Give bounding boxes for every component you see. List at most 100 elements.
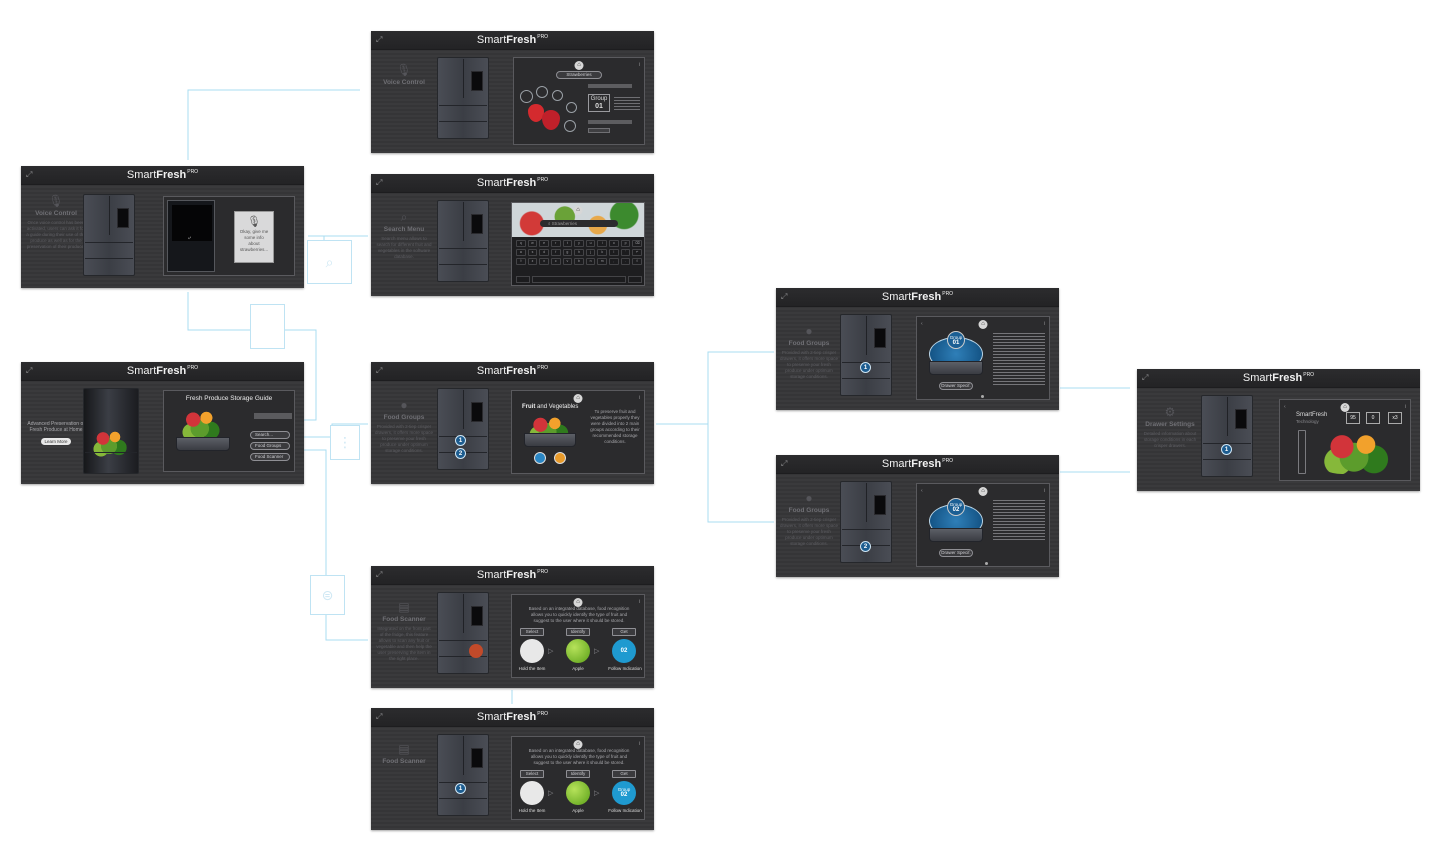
side-title: Food Groups: [383, 414, 425, 421]
group-description-text: [993, 500, 1045, 540]
result-hold: Hold the Item: [518, 666, 546, 671]
screen-drawer-settings[interactable]: ⤢ SmartFreshPRO ⚙ Drawer Settings Detail…: [1137, 369, 1420, 491]
drawer-specs-button[interactable]: Drawer Specif.: [939, 549, 973, 557]
page-indicator[interactable]: [981, 395, 984, 398]
screen-food-scanner-result[interactable]: ⤢ SmartFreshPRO ▤ Food Scanner 1 ⌂ i Bas…: [371, 708, 654, 830]
side-title: Drawer Settings: [1145, 421, 1195, 428]
drawer-badge-2[interactable]: 2: [455, 448, 466, 459]
fridge-image: [437, 200, 489, 282]
app-logo: SmartFreshPRO: [476, 34, 549, 46]
arrow-right-icon: ▷: [594, 648, 600, 655]
screen-voice-control[interactable]: ⤢ SmartFreshPRO 🎙 Voice Control Once voi…: [21, 166, 304, 288]
menu-search[interactable]: Search...: [250, 431, 290, 439]
screen-search-menu[interactable]: ⤢ SmartFreshPRO ⌕ Search Menu Search men…: [371, 174, 654, 296]
home-icon[interactable]: ⌂: [573, 598, 583, 607]
screen-group-01[interactable]: ⤢ SmartFreshPRO ● Food Groups Provided w…: [776, 288, 1059, 410]
fridge-image: [437, 734, 489, 816]
connector-voice-detail: [187, 89, 360, 160]
drawer-specs-button[interactable]: Drawer Specif.: [939, 382, 973, 390]
expand-icon[interactable]: ⤢: [26, 170, 33, 179]
expand-icon[interactable]: ⤢: [376, 570, 383, 579]
screen-voice-detail[interactable]: ⤢ SmartFreshPRO 🎙 Voice Control ⌂ i Stra…: [371, 31, 654, 153]
expand-icon[interactable]: ⤢: [781, 459, 788, 468]
drawer-tray-image: [176, 437, 230, 451]
screen-food-groups[interactable]: ⤢ SmartFreshPRO ● Food Groups Provided w…: [371, 362, 654, 484]
info-icon[interactable]: i: [638, 599, 640, 605]
expand-icon[interactable]: ⤢: [376, 366, 383, 375]
result-apple: Apple: [572, 666, 584, 671]
home-icon[interactable]: ⌂: [573, 206, 583, 215]
expand-icon[interactable]: ⤢: [781, 292, 788, 301]
strawberry-image: [542, 110, 560, 130]
side-title: Food Groups: [788, 340, 830, 347]
info-icon[interactable]: i: [638, 741, 640, 747]
back-icon[interactable]: ‹: [921, 488, 923, 494]
back-icon[interactable]: ‹: [1284, 404, 1286, 410]
drawer-badge-1[interactable]: 1: [1221, 444, 1232, 455]
group-number-badge: Group 01: [947, 331, 965, 349]
page-indicator[interactable]: [985, 562, 988, 565]
scanner-icon: ▤: [398, 600, 410, 614]
drawer-badge-1[interactable]: 1: [455, 783, 466, 794]
expand-icon[interactable]: ⤢: [376, 178, 383, 187]
drawer-settings-panel: ⌂ i ‹ SmartFresh Technology 95 0 x3: [1279, 399, 1411, 481]
expand-icon[interactable]: ⤢: [376, 712, 383, 721]
group-2-button[interactable]: [554, 452, 566, 464]
home-icon[interactable]: ⌂: [574, 61, 584, 70]
ghost-voice-thumb: ⋮: [330, 425, 360, 460]
hold-item-image: [520, 781, 544, 805]
info-icon[interactable]: i: [1404, 404, 1406, 410]
stat-ring: [564, 120, 576, 132]
expand-icon[interactable]: ⤢: [1142, 373, 1149, 382]
home-icon[interactable]: ⌂: [978, 320, 988, 329]
result-follow: Follow Indication: [608, 666, 642, 671]
app-logo: SmartFreshPRO: [126, 365, 199, 377]
fridge-image: [1201, 395, 1253, 477]
info-icon[interactable]: i: [1043, 321, 1045, 327]
home-icon[interactable]: ⌂: [1340, 403, 1350, 412]
app-logo: SmartFreshPRO: [476, 365, 549, 377]
menu-food-groups[interactable]: Food Groups: [250, 442, 290, 450]
app-logo: SmartFreshPRO: [1242, 372, 1315, 384]
side-title: Voice Control: [383, 79, 425, 86]
arrow-right-icon: ▷: [548, 648, 554, 655]
scanner-panel: ⌂ i Based on an integrated database, foo…: [511, 594, 645, 678]
menu-food-scanner[interactable]: Food Scanner: [250, 453, 290, 461]
keyboard-space-row[interactable]: [516, 276, 642, 283]
search-icon: ⌕: [548, 221, 552, 226]
app-logo: SmartFreshPRO: [476, 177, 549, 189]
screen-home[interactable]: ⤢ SmartFreshPRO Advanced Preservation of…: [21, 362, 304, 484]
screen-group-02[interactable]: ⤢ SmartFreshPRO ● Food Groups Provided w…: [776, 455, 1059, 577]
home-icon[interactable]: ⌂: [978, 487, 988, 496]
learn-more-button[interactable]: Learn More: [41, 438, 71, 445]
drawer-tray-image: [524, 433, 576, 447]
info-icon[interactable]: i: [638, 62, 640, 68]
back-icon[interactable]: ‹: [921, 321, 923, 327]
drawer-badge-2[interactable]: 2: [860, 541, 871, 552]
home-icon[interactable]: ⌂: [573, 394, 583, 403]
voice-control-bar[interactable]: [254, 413, 292, 419]
app-logo: SmartFreshPRO: [476, 569, 549, 581]
drawer-badge-1[interactable]: 1: [455, 435, 466, 446]
group-01-panel: ⌂ i ‹ Group 01 Drawer Specif.: [916, 316, 1050, 400]
fridge-open-image: [83, 388, 139, 474]
scanned-fruit-image: [469, 644, 483, 658]
stat-ring: [520, 90, 533, 103]
info-icon[interactable]: i: [1043, 488, 1045, 494]
voice-panel: ⤶ 🎙 Okay, give me some info about strawb…: [163, 196, 295, 276]
info-icon[interactable]: i: [638, 395, 640, 401]
hold-item-image: [520, 639, 544, 663]
drawer-badge-1[interactable]: 1: [860, 362, 871, 373]
side-description: Detailed information about storage condi…: [1143, 431, 1197, 448]
search-icon: ⌕: [400, 210, 408, 224]
storage-guide-panel: Fresh Produce Storage Guide Search... Fo…: [163, 390, 295, 472]
screen-food-scanner[interactable]: ⤢ SmartFreshPRO ▤ Food Scanner Integrate…: [371, 566, 654, 688]
panel-description: To preserve fruit and vegetables properl…: [590, 409, 640, 444]
expand-icon[interactable]: ⤢: [376, 35, 383, 44]
group-1-button[interactable]: [534, 452, 546, 464]
side-title: Food Scanner: [382, 758, 426, 765]
search-input[interactable]: ⌕ Strawberries: [540, 220, 618, 227]
home-icon[interactable]: ⌂: [573, 740, 583, 749]
expand-icon[interactable]: ⤢: [26, 366, 33, 375]
